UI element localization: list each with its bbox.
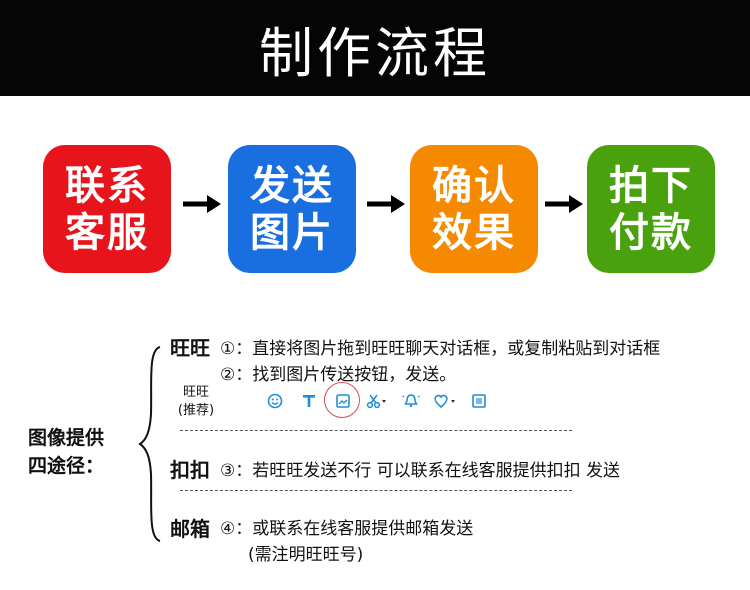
divider	[180, 490, 572, 491]
method-label-wangwang: 旺旺	[170, 336, 210, 360]
page-title-banner: 制作流程	[0, 0, 750, 96]
method-label-koukou: 扣扣	[170, 458, 210, 482]
arrow-right-icon	[545, 194, 583, 214]
koukou-line: ③：若旺旺发送不行 可以联系在线客服提供扣扣 发送	[220, 461, 621, 481]
wangwang-toolbar	[262, 382, 500, 418]
highlight-circle	[324, 382, 360, 418]
step-contact-service: 联系 客服	[43, 145, 171, 273]
step-label: 发送 图片	[250, 163, 334, 256]
step-send-image: 发送 图片	[228, 145, 356, 273]
divider	[180, 430, 572, 431]
process-steps: 联系 客服 发送 图片 确认 效果 拍下 付款	[0, 0, 750, 290]
step-place-order: 拍下 付款	[587, 145, 715, 273]
email-line-1: ④：或联系在线客服提供邮箱发送	[220, 519, 474, 539]
wangwang-line-1: ①：直接将图片拖到旺旺聊天对话框，或复制粘贴到对话框	[220, 339, 661, 359]
arrow-right-icon	[367, 194, 405, 214]
methods-heading: 图像提供 四途径：	[28, 427, 105, 477]
email-line-2: (需注明旺旺号)	[248, 545, 364, 565]
step-label: 联系 客服	[65, 163, 149, 256]
image-send-icon[interactable]	[324, 382, 360, 418]
heart-icon[interactable]	[432, 388, 458, 414]
step-label: 拍下 付款	[609, 163, 693, 256]
wangwang-line-2: ②：找到图片传送按钮，发送。	[220, 365, 457, 385]
text-icon[interactable]	[296, 388, 322, 414]
page-title: 制作流程	[259, 21, 491, 85]
step-label: 确认 效果	[432, 163, 516, 256]
method-label-email: 邮箱	[170, 517, 210, 541]
arrow-right-icon	[183, 194, 221, 214]
brace-icon	[138, 346, 161, 542]
step-confirm-effect: 确认 效果	[410, 145, 538, 273]
gallery-icon[interactable]	[466, 388, 492, 414]
scissors-icon[interactable]	[364, 388, 390, 414]
wangwang-recommend-label: 旺旺 (推荐)	[177, 385, 215, 418]
bell-icon[interactable]	[398, 388, 424, 414]
smiley-icon[interactable]	[262, 388, 288, 414]
